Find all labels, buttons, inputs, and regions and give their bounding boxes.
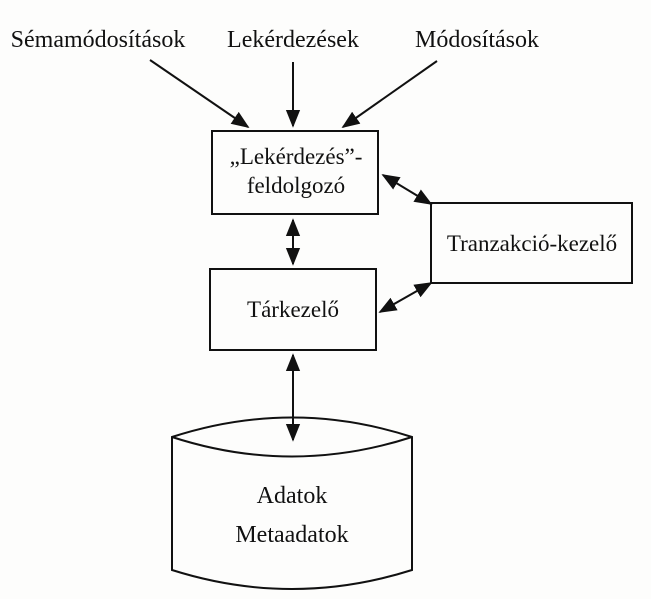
database-label-data: Adatok [257, 483, 328, 509]
label-queries: Lekérdezések [227, 27, 359, 53]
arrow-schema-changes [149, 59, 250, 129]
arrow-modifications [341, 60, 438, 129]
label-modifications: Módosítások [415, 27, 539, 53]
label-schema-changes: Sémamódosítások [11, 27, 186, 53]
storage-manager-box [209, 268, 377, 351]
database-cylinder [171, 416, 413, 590]
query-processor-label-line1: „Lekérdezés”- [230, 144, 363, 169]
transaction-manager-box [430, 202, 633, 284]
database-cylinder-rim [171, 436, 413, 458]
query-processor-label-line2: feldolgozó [247, 173, 345, 198]
transaction-manager-label: Tranzakció-kezelő [447, 231, 617, 256]
arrow-transaction-storage [378, 282, 433, 313]
arrow-transaction-processor [381, 174, 433, 205]
database-label-metadata: Metaadatok [235, 522, 348, 548]
query-processor-box [211, 130, 379, 215]
storage-manager-label: Tárkezelő [247, 297, 339, 322]
